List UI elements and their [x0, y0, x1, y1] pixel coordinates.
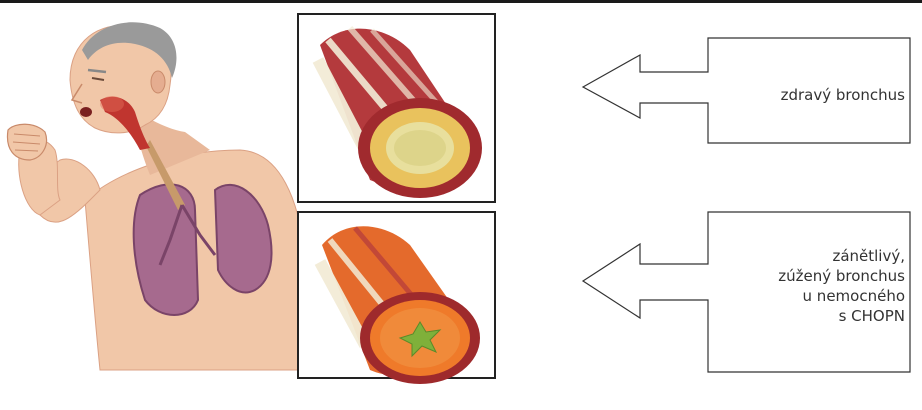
inflamed-label-line: s CHOPN [700, 306, 905, 326]
healthy-bronchus-label: zdravý bronchus [720, 85, 905, 105]
inflamed-label-line: zánětlivý, [700, 246, 905, 266]
healthy-bronchus-panel [298, 14, 495, 202]
ear [151, 71, 165, 93]
inflamed-label-line: zúžený bronchus [700, 266, 905, 286]
inflamed-bronchus-panel [298, 212, 495, 384]
mouth [80, 107, 92, 117]
coughing-man-illustration [7, 22, 305, 370]
inflamed-bronchus-label: zánětlivý, zúžený bronchus u nemocného s… [700, 246, 905, 326]
inflamed-label-line: u nemocného [700, 286, 905, 306]
